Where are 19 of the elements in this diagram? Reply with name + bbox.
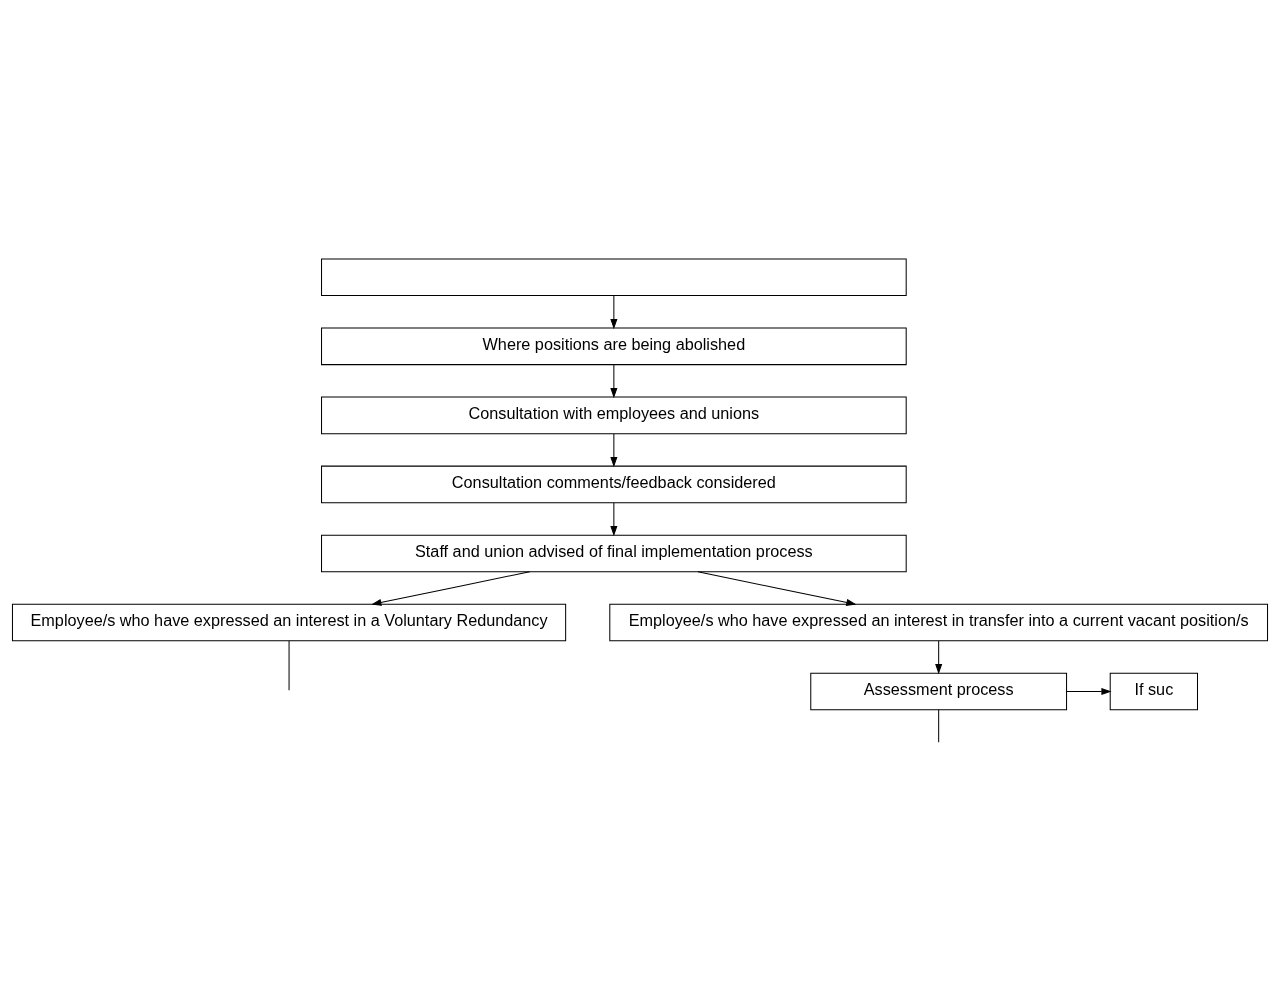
arrow [610,363,618,398]
arrow [610,433,618,467]
node-box: Employee/s who have expressed an interest in transfer into a current vacant position/s [609,603,1269,641]
node-box: Consultation with employees and unions [321,396,907,434]
node-box: Where positions are being abolished [321,327,907,365]
arrow [1066,687,1112,695]
node-box: Employee/s who have expressed an interest in a Voluntary Redundancy [11,603,567,641]
arrow [610,294,618,329]
node-box: Consultation comments/feedback considered [321,465,907,503]
arrow [371,570,531,606]
node-box: Assessment process [810,672,1068,710]
node-box [321,258,907,296]
connector [938,708,940,743]
arrow [610,502,618,536]
arrow [697,570,857,606]
arrow [935,640,943,674]
node-box: If suc [1109,672,1198,710]
node-box: Staff and union advised of final implementation process [321,534,907,572]
connector [288,640,290,691]
